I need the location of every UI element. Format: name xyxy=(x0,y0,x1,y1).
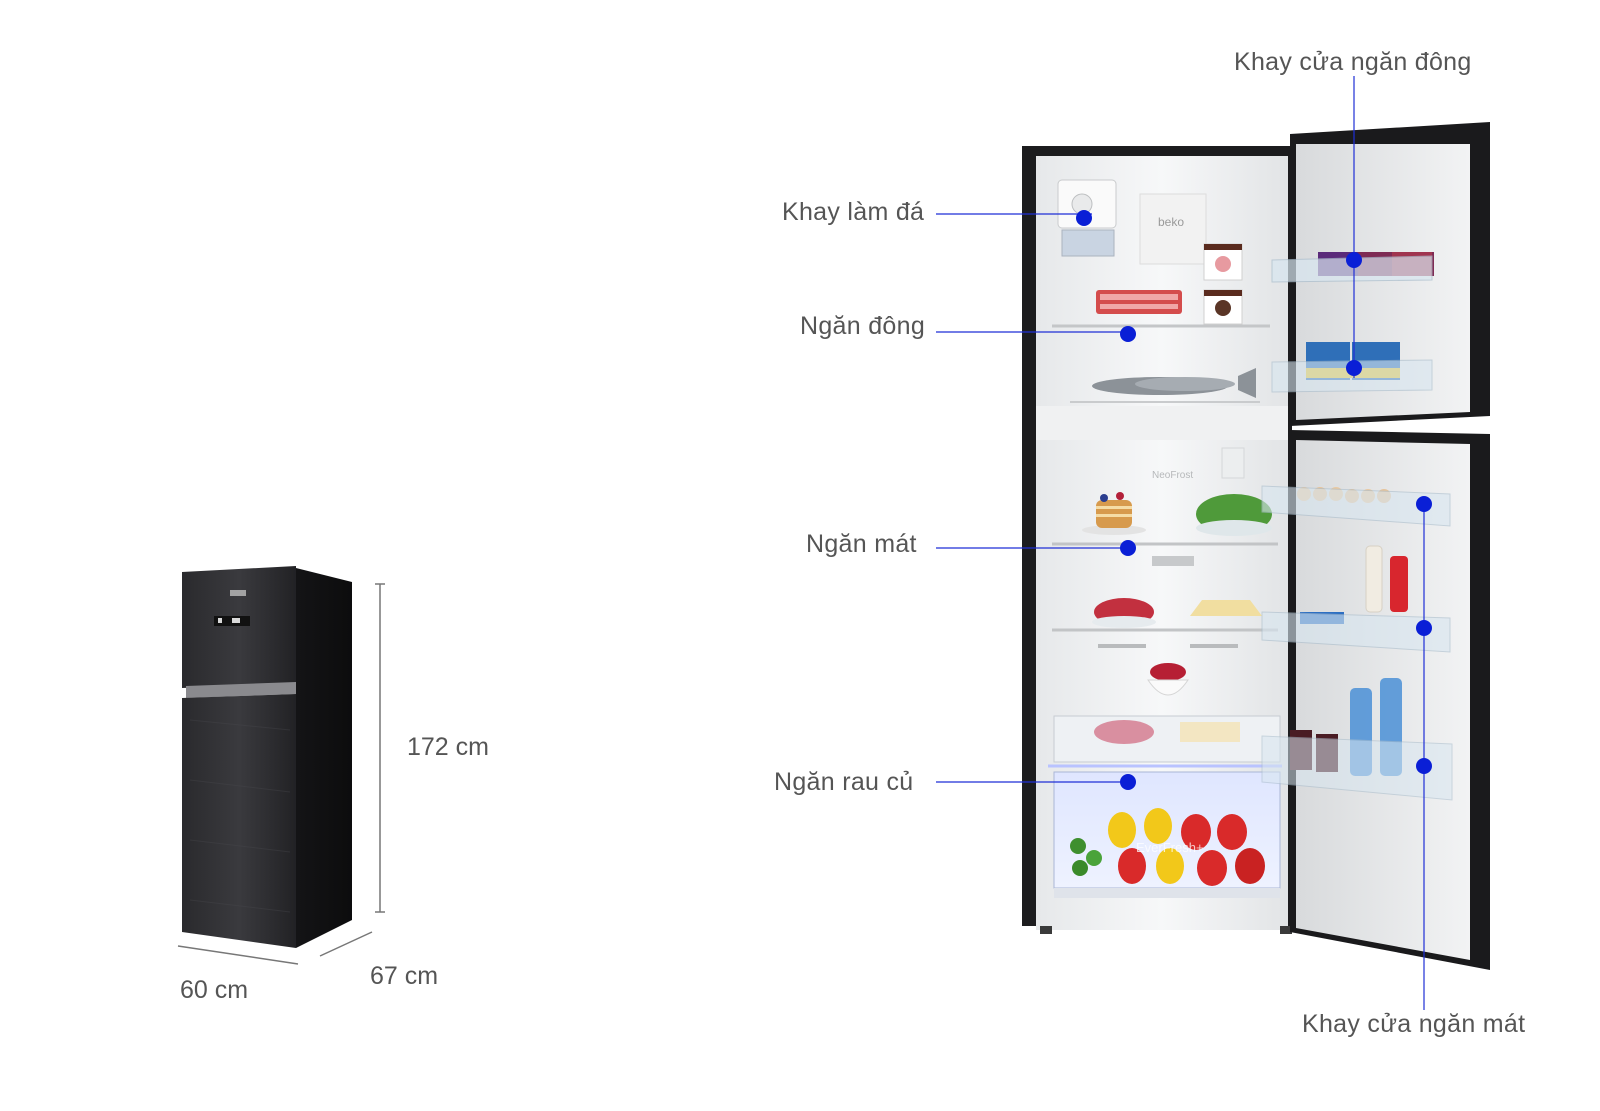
beko-box: beko xyxy=(1139,193,1207,265)
label-ice-tray: Khay làm đá xyxy=(782,198,925,226)
small-fridge-freezer-door xyxy=(182,566,296,688)
callout-dot-fridge-door-tray-2 xyxy=(1416,620,1432,636)
ice-maker xyxy=(1057,179,1117,257)
small-fridge-logo xyxy=(230,590,246,596)
neofrost-label: NeoFrost xyxy=(1152,470,1193,481)
upper-drawer xyxy=(1053,715,1281,763)
callout-dot-freezer-door-tray-2 xyxy=(1346,360,1362,376)
cheese xyxy=(1190,600,1262,616)
berries-bowl xyxy=(1092,598,1156,628)
small-fridge-side xyxy=(296,568,352,948)
depth-dimension-line xyxy=(319,931,373,957)
jars-and-water xyxy=(1261,678,1453,801)
ice-cream-tubs xyxy=(1203,243,1243,325)
callout-dot-fridge-door-tray-3 xyxy=(1416,758,1432,774)
egg-shelf xyxy=(1261,485,1451,527)
label-freezer: Ngăn đông xyxy=(800,312,926,340)
freezer-door-shelf-top xyxy=(1271,252,1434,283)
middle-door-shelf xyxy=(1261,611,1451,653)
vegetables xyxy=(1070,808,1265,886)
width-dimension-line xyxy=(177,945,299,965)
label-freezer-door-tray: Khay cửa ngăn đông xyxy=(1234,48,1472,76)
callout-dot-vegetable-drawer xyxy=(1120,774,1136,790)
pancakes xyxy=(1082,492,1146,535)
control-panel xyxy=(1221,447,1245,479)
freezer-door-shelf-bottom xyxy=(1271,342,1433,393)
shelf-vent xyxy=(1152,556,1194,566)
label-vegetable-drawer: Ngăn rau củ xyxy=(774,768,914,796)
depth-dimension-label: 67 cm xyxy=(370,962,439,990)
raspberry-bowl xyxy=(1147,663,1189,696)
callout-dot-freezer xyxy=(1120,326,1136,342)
callout-dot-ice-tray xyxy=(1076,210,1092,226)
everfresh-label: EverFresh+ xyxy=(1136,840,1204,855)
height-dimension-label: 172 cm xyxy=(407,733,489,761)
width-dimension-label: 60 cm xyxy=(180,976,249,1004)
beko-box-text: beko xyxy=(1158,215,1184,229)
compartment-divider xyxy=(1036,406,1288,440)
small-fridge-fridge-door xyxy=(182,694,296,948)
callout-dot-fridge xyxy=(1120,540,1136,556)
fridge-foot-left xyxy=(1040,926,1052,934)
callout-dot-freezer-door-tray-1 xyxy=(1346,252,1362,268)
small-fridge-handle xyxy=(186,682,296,698)
salad-bowl xyxy=(1196,494,1272,536)
fish xyxy=(1092,368,1256,398)
meat-packs xyxy=(1096,290,1182,314)
label-fridge: Ngăn mát xyxy=(806,530,917,558)
label-fridge-door-tray: Khay cửa ngăn mát xyxy=(1302,1010,1526,1038)
callout-dot-fridge-door-tray-1 xyxy=(1416,496,1432,512)
fridge-foot-right xyxy=(1280,926,1292,934)
